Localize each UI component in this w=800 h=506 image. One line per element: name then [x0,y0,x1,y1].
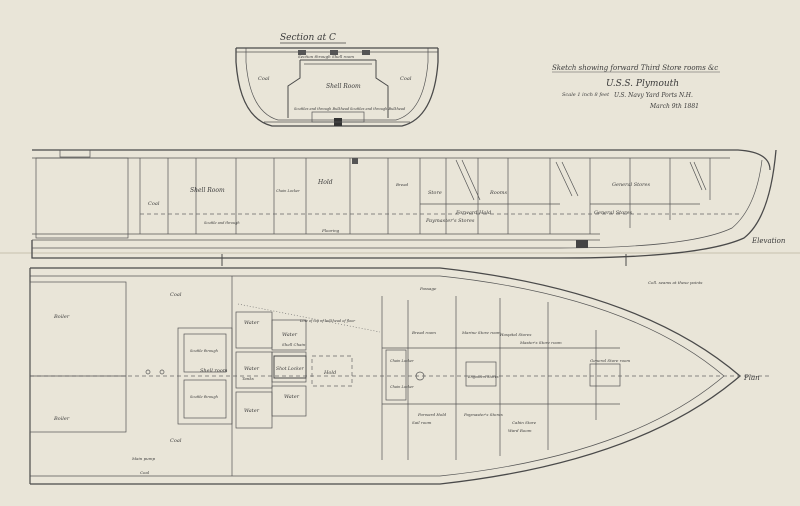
plan-chain-locker-2: Chain Locker [390,385,414,389]
plan-water-5: Water [244,408,260,414]
section-view [235,47,439,127]
plan-chain-locker-1: Chain Locker [390,359,414,363]
plan-label: Plan [743,374,760,382]
plan-water-2: Water [282,332,298,338]
section-subtitle: Section through Shell room [298,54,354,59]
title-scale: Scale 1 inch 8 feet [562,92,610,98]
elev-general-stores-1: General Stores [612,182,650,188]
plan-boiler-top: Boiler [53,314,70,320]
elev-note: Coll. seams at these points [648,280,702,285]
plan-passage: Passage [419,286,437,291]
section-coal-right: Coal [400,76,412,82]
plan-cabin-store: Cabin Store [512,420,537,425]
plan-scuttle-bottom: Scuttle through [190,395,218,399]
plan-coal: Coal [140,470,150,475]
section-title: Section at C [280,33,336,43]
title-date: March 9th 1881 [649,103,699,110]
plan-general-store: General Store room [590,358,630,363]
plan-water-3: Water [244,366,260,372]
title-line1: Sketch showing forward Third Store rooms… [552,64,718,72]
elev-store: Store [428,190,442,196]
elev-chain-locker: Chain Locker [276,189,300,193]
elev-hold: Hold [317,179,333,186]
plan-water-4: Water [284,394,300,400]
elev-paymasters-stores: Paymaster's Stores [425,218,475,224]
section-shell-room: Shell Room [326,83,361,90]
plan-hold: Hold [323,370,336,376]
section-bottom-right: Scuttles and through Bulkhead [350,107,406,111]
elev-general-stores-2: General Stores [594,210,632,216]
plan-engineers-stores: Engineers Stores [467,375,499,379]
plan-shell-chain: Shell Chain [282,342,306,347]
section-coal-left: Coal [258,76,270,82]
plan-forward-hold: Forward Hold [417,412,447,417]
plan-view [29,267,770,485]
plan-coal-top: Coal [170,292,182,298]
elev-flooring: Flooring [321,228,340,233]
title-line3: U.S. Navy Yard Ports N.H. [614,92,693,99]
elev-forward-hold: Forward Hold [455,210,491,216]
title-line2: U.S.S. Plymouth [606,79,679,89]
plan-sail-room: Sail room [412,420,432,425]
elev-bread: Bread [395,182,409,187]
plan-water-1: Water [244,320,260,326]
elev-scuttle: Scuttle and through [204,221,240,225]
plan-coal-bottom: Coal [170,438,182,444]
plan-marine-store: Marine Store room [461,330,501,335]
elevation-view [31,149,777,266]
plan-shot-locker: Shot Locker [276,366,305,372]
plan-masters-store: Master's Store room [519,340,562,345]
plan-ward-room: Ward Room [508,428,532,433]
elev-coal: Coal [148,201,160,207]
elevation-label: Elevation [751,237,786,245]
plan-shell-room: Shell room [200,368,228,374]
plan-paymasters-stores: Paymaster's Stores [463,412,503,417]
plan-bread-room: Bread room [411,330,436,335]
elev-shell-room: Shell Room [190,187,225,194]
section-bottom-left: Scuttles and through Bulkhead [294,107,350,111]
plan-pump: Main pump [131,456,156,461]
elev-rooms: Rooms [489,190,508,196]
plan-hospital-stores: Hospital Stores [499,332,531,337]
plan-tanks: Tanks [242,376,254,381]
plan-scuttle-top: Scuttle through [190,349,218,353]
plan-floor-note: Line of top of bulkhead of floor [299,319,355,323]
plan-boiler-bottom: Boiler [53,416,70,422]
